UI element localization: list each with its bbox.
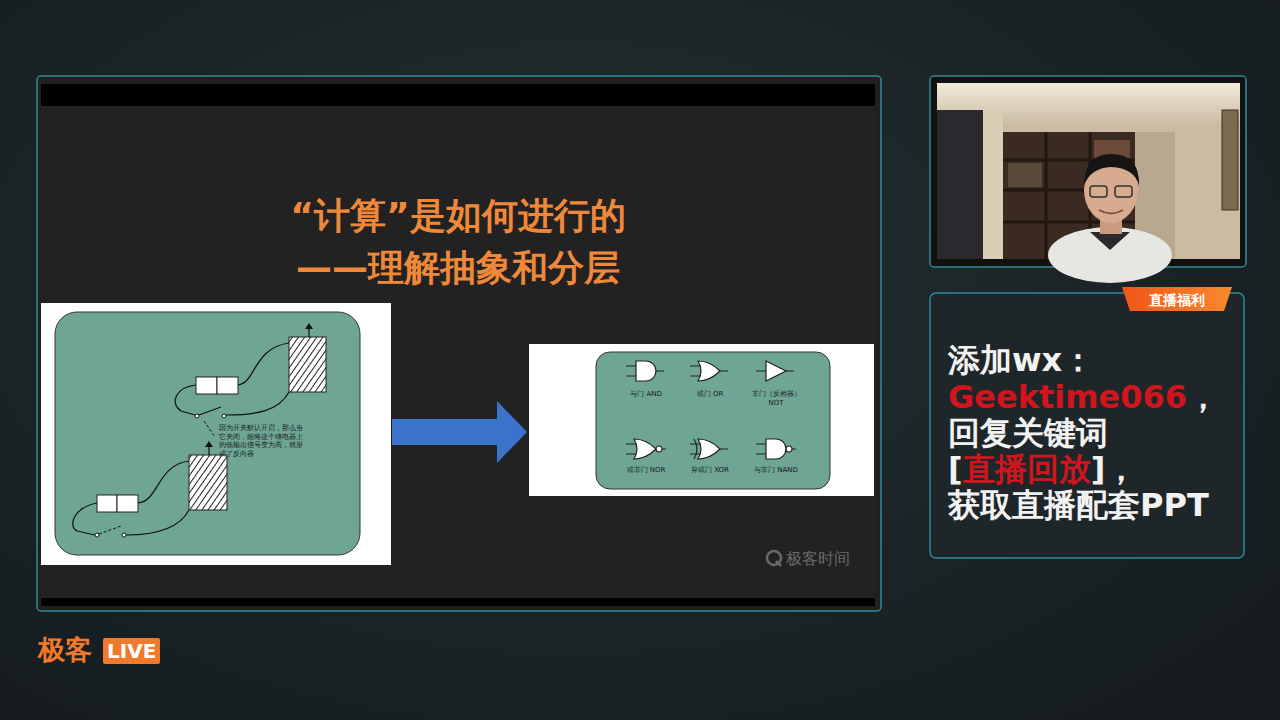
promo-text: 添加wx： [948,340,1094,380]
relay-illustration [41,303,391,565]
logo-text: 极客 [38,633,92,666]
logic-gate-box: 与门 AND 或门 OR 非门（反相器） NOT 或非门 NOR 异或门 XOR 与非门 … [529,344,874,496]
gate-label: 与非门 NAND [751,466,801,475]
slide-title: “计算”是如何进行的 ——理解抽象和分层 [268,190,648,294]
and-gate [626,361,664,381]
gate-label: 异或门 XOR [685,466,735,475]
nor-gate [626,439,666,459]
promo-text: 获取直播配套PPT [948,485,1209,525]
watermark: 极客时间 [786,548,850,570]
promo-text: ， [1187,377,1219,417]
or-gate [690,361,728,381]
relay-figure-box: 因为开关默认开启，那么当它关闭，能将这个继电器上的低输出信号变为高，就形成了反向… [41,303,391,565]
logo-badge: LIVE [103,638,160,664]
promo-text: [ [948,449,963,489]
promo-text: ]， [1091,449,1138,489]
promo-text: 回复关键词 [948,413,1108,453]
promo-text: Geektime066 [948,377,1187,417]
nand-gate [756,439,796,459]
promo-tab-text: 直播福利 [1138,290,1216,310]
camera-feed [930,76,1246,283]
figure-note: 因为开关默认开启，那么当它关闭，能将这个继电器上的低输出信号变为高，就形成了反向… [219,424,305,458]
promo-text: 直播回放 [963,449,1091,489]
gate-label: 或非门 NOR [621,466,671,475]
watermark-icon [767,551,781,566]
flow-arrow [392,401,527,463]
gate-label: 与门 AND [621,390,671,399]
promo-panel [930,287,1244,558]
not-gate [756,361,794,381]
slide-panel [37,76,881,611]
logic-gates-illustration [529,344,874,496]
gate-label: 或门 OR [685,390,735,399]
gate-label: 非门（反相器） NOT [751,390,801,407]
xor-gate [690,439,728,459]
